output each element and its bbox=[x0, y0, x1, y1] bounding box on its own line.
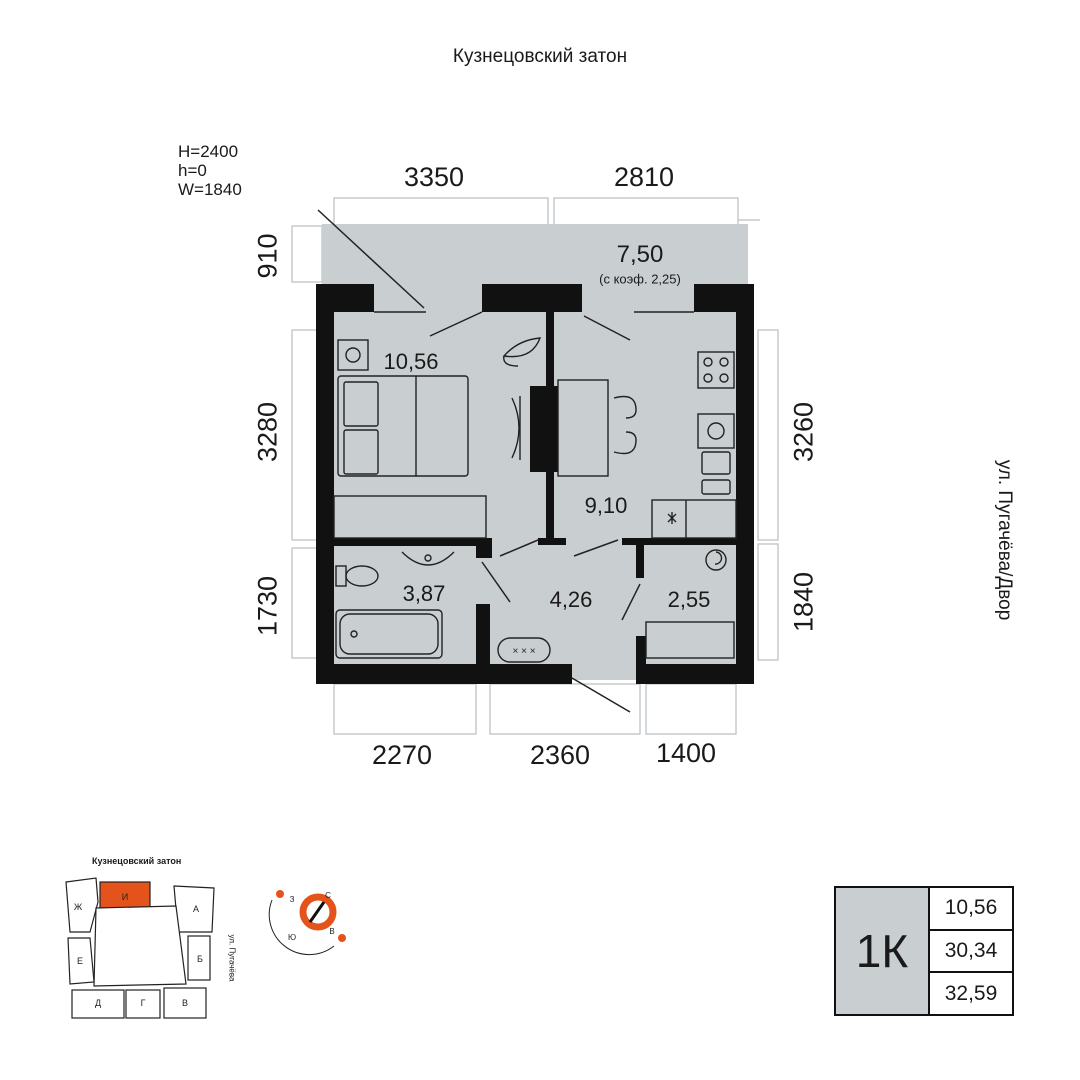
balcony-coef: (с коэф. 2,25) bbox=[599, 271, 681, 287]
total-area: 30,34 bbox=[930, 931, 1012, 974]
compass-s: Ю bbox=[288, 933, 296, 942]
section-b: Б bbox=[197, 954, 203, 964]
compass-e: В bbox=[329, 927, 334, 936]
window-width: W=1840 bbox=[178, 180, 242, 199]
compass-n: С bbox=[325, 891, 331, 900]
bedroom-furniture bbox=[333, 337, 542, 539]
dim-left-bedroom: 3280 bbox=[252, 401, 283, 463]
hall-area: 4,26 bbox=[549, 587, 593, 612]
window-info: H=2400 h=0 W=1840 bbox=[178, 142, 242, 199]
minimap-title: Кузнецовский затон bbox=[92, 856, 182, 866]
dim-bottom-right: 1400 bbox=[656, 738, 717, 768]
compass-w: З bbox=[290, 895, 295, 904]
section-d: Д bbox=[95, 998, 101, 1008]
section-e: Е bbox=[77, 956, 83, 966]
balcony-area: 7,50 bbox=[616, 241, 664, 268]
page-title: Кузнецовский затон bbox=[452, 46, 628, 67]
window-height: H=2400 bbox=[178, 142, 239, 161]
section-zh: Ж bbox=[74, 902, 83, 912]
doors bbox=[317, 209, 694, 713]
bathroom-fixtures: × × × bbox=[335, 551, 551, 663]
window-sill: h=0 bbox=[178, 161, 207, 180]
bedroom-area: 10,56 bbox=[383, 349, 439, 374]
closet-fixtures bbox=[645, 549, 735, 659]
summary-box: 1К 10,56 30,34 32,59 bbox=[834, 886, 1014, 1016]
dim-top-right: 2810 bbox=[614, 162, 675, 192]
minimap: Ж И А Е Б Д Г В bbox=[65, 877, 215, 1019]
closet-area: 2,55 bbox=[667, 587, 711, 612]
living-area: 10,56 bbox=[930, 888, 1012, 931]
kitchen-area: 9,10 bbox=[584, 493, 628, 518]
section-g: Г bbox=[141, 998, 146, 1008]
walls bbox=[316, 284, 754, 684]
dim-left-bath: 1730 bbox=[252, 575, 283, 637]
balcony-fill bbox=[322, 224, 748, 286]
svg-text:× × ×: × × × bbox=[512, 646, 535, 657]
dim-right-kitchen: 3260 bbox=[788, 401, 819, 463]
section-a: А bbox=[193, 904, 199, 914]
section-i: И bbox=[122, 892, 128, 902]
dim-bottom-mid: 2360 bbox=[530, 740, 591, 770]
compass-icon: С З Ю В bbox=[268, 890, 346, 956]
dim-right-closet: 1840 bbox=[788, 571, 819, 633]
dim-top-left: 3350 bbox=[404, 162, 465, 192]
dim-left-balcony: 910 bbox=[252, 233, 283, 279]
bathroom-area: 3,87 bbox=[402, 581, 446, 606]
section-v: В bbox=[182, 998, 188, 1008]
kitchen-furniture bbox=[557, 351, 737, 539]
apartment-type: 1К bbox=[836, 888, 930, 1014]
total-with-balcony: 32,59 bbox=[944, 981, 998, 1005]
dim-bottom-left: 2270 bbox=[372, 740, 433, 770]
